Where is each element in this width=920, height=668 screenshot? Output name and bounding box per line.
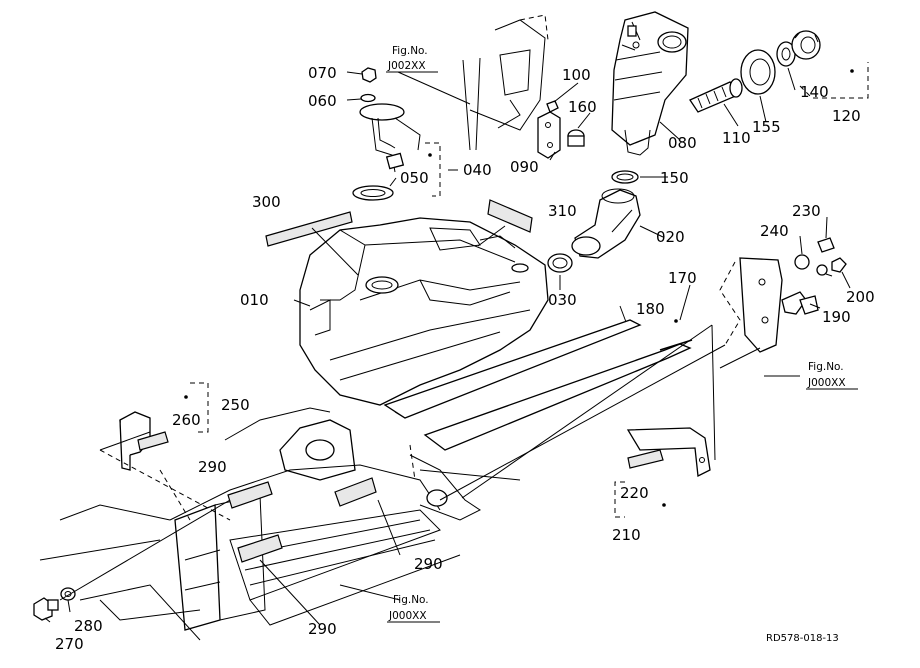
fig-code: J000XX [388,610,427,622]
label-sticker-290-c [237,534,283,563]
label-070: 070 [308,64,337,82]
label-270: 270 [55,635,84,653]
bolt-100 [546,100,559,113]
label-sticker-290-b [334,477,377,507]
label-210: 210 [612,526,641,544]
label-090: 090 [510,158,539,176]
gasket-050 [352,185,394,201]
fig-label: Fig.No. [393,594,429,606]
bracket-260 [119,411,169,471]
label-120: 120 [832,107,861,125]
fuel-hose-020 [571,188,641,259]
label-sticker-310 [477,199,533,247]
fig-code: J002XX [387,60,426,72]
label-200: 200 [846,288,875,306]
fig-label: Fig.No. [808,361,844,373]
upper-bracket-frame [462,14,549,151]
label-030: 030 [548,291,577,309]
washer-140 [776,41,796,67]
nut-070 [361,67,377,83]
label-310: 310 [548,202,577,220]
label-290-b: 290 [414,555,443,573]
label-050: 050 [400,169,429,187]
figure-ref-j000-bottom: Fig.No. J000XX [387,594,440,623]
clamp-160 [567,129,585,147]
label-150: 150 [660,169,689,187]
label-080: 080 [668,134,697,152]
bolt-190 [781,291,819,315]
filler-neck-080 [611,11,689,156]
fuel-tank [299,217,549,406]
label-190: 190 [822,308,851,326]
label-110: 110 [722,129,751,147]
label-290-c: 290 [308,620,337,638]
label-020: 020 [656,228,685,246]
label-140: 140 [800,83,829,101]
label-sticker-290-a [227,481,273,509]
label-060: 060 [308,92,337,110]
tank-strap-170 [423,319,693,451]
clamp-030 [547,253,573,273]
bracket-210 [626,427,711,478]
label-155: 155 [752,118,781,136]
figure-ref-j002: Fig.No. J002XX [386,45,438,73]
fuel-cap [791,30,821,60]
label-260: 260 [172,411,201,429]
label-160: 160 [568,98,597,116]
label-290-a: 290 [198,458,227,476]
nut-200 [831,257,847,273]
cap-ring-155 [740,49,776,95]
label-300: 300 [252,193,281,211]
label-180: 180 [636,300,665,318]
fig-label: Fig.No. [392,45,428,57]
chassis-frame [39,407,481,641]
label-250: 250 [221,396,250,414]
label-sticker-300 [265,211,359,276]
label-100: 100 [562,66,591,84]
drawing-code: RD578-018-13 [766,633,839,644]
label-040: 040 [463,161,492,179]
tank-strap-180 [383,319,642,419]
strainer-110 [689,78,743,113]
fuel-gauge-sender [359,103,421,173]
drain-plug-270 [33,597,59,621]
fig-code: J000XX [807,377,846,389]
right-bracket [719,257,783,353]
label-230: 230 [792,202,821,220]
washer-240 [794,254,810,270]
part-labels: 070 060 040 050 100 160 090 080 150 020 … [55,64,875,653]
washer-060 [360,93,376,103]
clamp-150 [611,170,639,184]
bolt-230 [817,237,835,253]
bracket-090 [537,111,561,159]
label-280: 280 [74,617,103,635]
figure-ref-j000-right: Fig.No. J000XX [764,361,858,390]
label-220: 220 [620,484,649,502]
label-170: 170 [668,269,697,287]
label-010: 010 [240,291,269,309]
washer-200-a [816,264,828,276]
label-240: 240 [760,222,789,240]
leader-lines [44,62,869,626]
